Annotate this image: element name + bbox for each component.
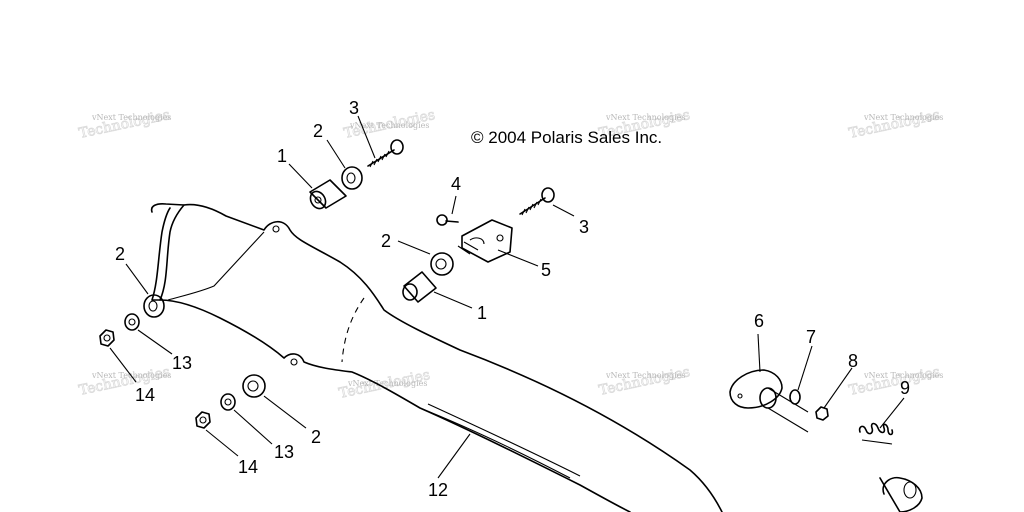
- spring: [858, 422, 894, 445]
- callout-2: 2: [115, 244, 125, 264]
- bracket: [457, 219, 513, 263]
- washer-left-lower: [242, 374, 266, 398]
- watermark-text: vNext Technologies: [349, 121, 429, 130]
- bolt-upper: [367, 139, 404, 168]
- callout-2: 2: [313, 121, 323, 141]
- callout-3: 3: [349, 98, 359, 118]
- callout-2: 2: [381, 231, 391, 251]
- callout-7: 7: [806, 327, 816, 347]
- watermark-logo: Technologies: [848, 364, 942, 399]
- washer-left-upper: [143, 294, 165, 318]
- washer-upper: [341, 166, 363, 190]
- watermark-text: vNext Technologies: [347, 379, 427, 388]
- screw-small: [436, 214, 459, 226]
- bolt-right: [519, 187, 555, 216]
- copyright-text: © 2004 Polaris Sales Inc.: [471, 128, 662, 147]
- nut-left-lower: [195, 411, 211, 429]
- lockwasher-left-lower: [220, 393, 236, 411]
- callout-14: 14: [238, 457, 258, 477]
- tail-pipe: [879, 476, 923, 512]
- watermark-text: vNext Technologies: [863, 371, 943, 380]
- callout-8: 8: [848, 351, 858, 371]
- watermark-text: vNext Technologies: [605, 371, 685, 380]
- muffler-body: [150, 203, 723, 512]
- leader-lines: [109, 115, 905, 479]
- spacer-upper: [309, 179, 347, 210]
- lockwasher-left-upper: [124, 313, 140, 331]
- watermark-logo: Technologies: [78, 364, 172, 399]
- callout-labels: 3 2 1 4 3 2 5 1 2 13 14 2 13 14 12 6 7 8…: [115, 98, 910, 500]
- callout-1: 1: [477, 303, 487, 323]
- callout-3: 3: [579, 217, 589, 237]
- callout-4: 4: [451, 174, 461, 194]
- nut-eight: [815, 406, 829, 421]
- callout-1: 1: [277, 146, 287, 166]
- washer-seven: [789, 389, 801, 405]
- watermark-text: vNext Technologies: [91, 113, 171, 122]
- callout-2: 2: [311, 427, 321, 447]
- callout-13: 13: [274, 442, 294, 462]
- callout-13: 13: [172, 353, 192, 373]
- washer-middle: [430, 252, 454, 276]
- spacer-middle: [402, 271, 437, 303]
- flange-gasket: [729, 369, 809, 433]
- callout-9: 9: [900, 378, 910, 398]
- callout-12: 12: [428, 480, 448, 500]
- watermark-text: vNext Technologies: [863, 113, 943, 122]
- callout-5: 5: [541, 260, 551, 280]
- watermark-logo: Technologies: [598, 364, 692, 399]
- watermark-text: vNext Technologies: [605, 113, 685, 122]
- callout-6: 6: [754, 311, 764, 331]
- callout-14: 14: [135, 385, 155, 405]
- nut-left-upper: [99, 329, 115, 347]
